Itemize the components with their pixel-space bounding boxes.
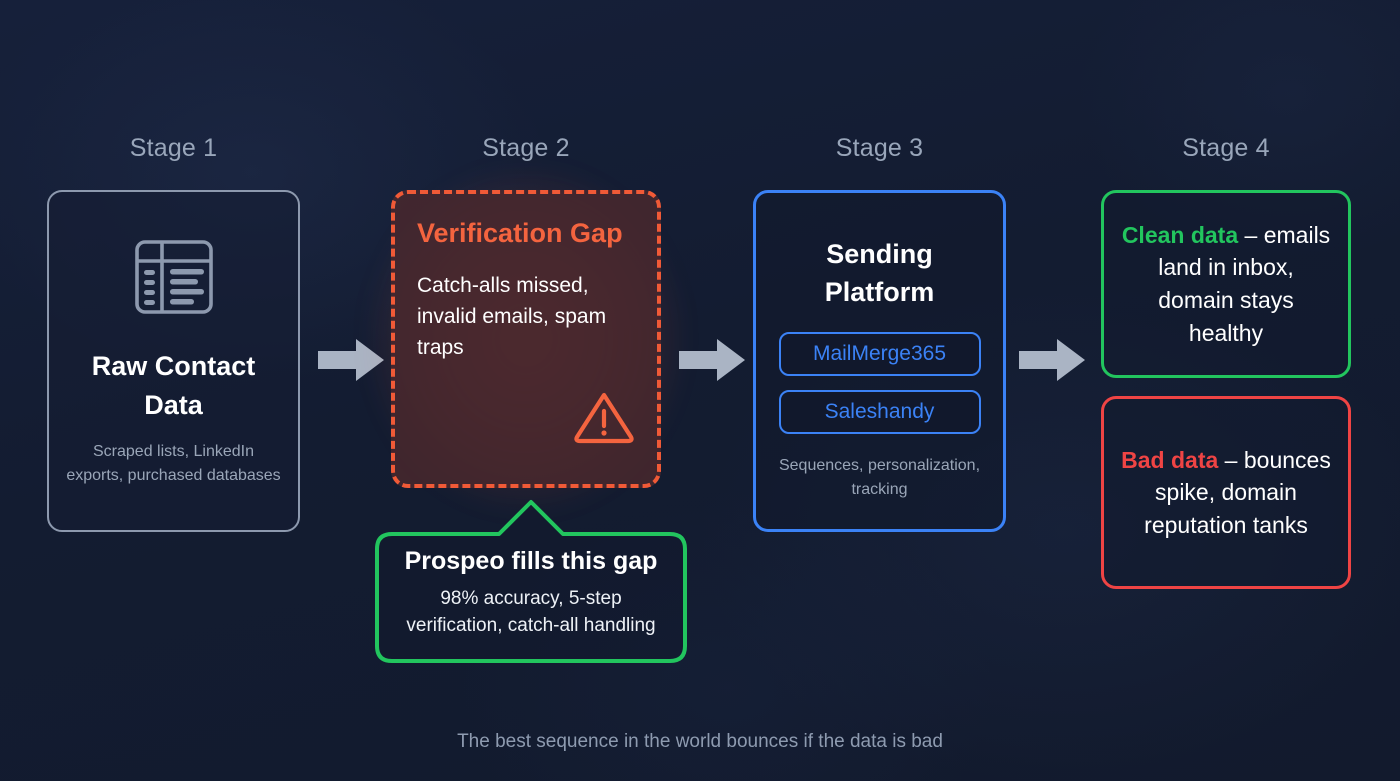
arrow-stage2-to-stage3	[679, 337, 745, 383]
arrow-stage3-to-stage4	[1019, 337, 1085, 383]
tool-pill-saleshandy[interactable]: Saleshandy	[778, 389, 981, 434]
table-spreadsheet-icon	[131, 234, 217, 325]
stage-1-card: Raw Contact Data Scraped lists, LinkedIn…	[47, 190, 300, 532]
stage-3-card: Sending Platform MailMerge365 Saleshandy…	[753, 190, 1006, 532]
outcome-bad-dash: –	[1218, 446, 1244, 473]
stage-2-title: Verification Gap	[417, 218, 623, 248]
stage-2-body: Catch-alls missed, invalid emails, spam …	[417, 273, 607, 359]
outcome-clean-dash: –	[1238, 221, 1264, 248]
stage-2-label: Stage 2	[482, 134, 570, 162]
stage-1-subtitle: Scraped lists, LinkedIn exports, purchas…	[66, 442, 281, 484]
outcome-bad-data-text: Bad data – bounces spike, domain reputat…	[1120, 444, 1332, 542]
tool-pill-mailmerge365[interactable]: MailMerge365	[778, 331, 981, 376]
outcome-clean-data-card: Clean data – emails land in inbox, domai…	[1101, 190, 1351, 378]
callout-subtitle-line1: 98% accuracy, 5-step	[440, 587, 622, 609]
warning-triangle-icon	[573, 389, 635, 450]
outcome-bad-lead: Bad data	[1121, 446, 1219, 473]
stage-1-label: Stage 1	[129, 134, 218, 162]
outcome-clean-lead: Clean data	[1121, 221, 1239, 248]
stage-2-card-wrapper: Verification Gap Catch-alls missed, inva…	[365, 164, 687, 514]
prospeo-callout: Prospeo fills this gap 98% accuracy, 5-s…	[361, 500, 701, 664]
outcome-clean-data-text: Clean data – emails land in inbox, domai…	[1120, 219, 1332, 350]
stage-3-title: Sending Platform	[824, 239, 935, 308]
outcome-bad-rest: bounces spike, domain reputation tanks	[1144, 446, 1331, 538]
callout-title: Prospeo fills this gap	[404, 546, 658, 575]
stage-4-label: Stage 4	[1182, 134, 1270, 162]
stage-1-title: Raw Contact Data	[91, 351, 256, 420]
callout-subtitle-line2: verification, catch-all handling	[406, 614, 656, 636]
stage-2-card: Verification Gap Catch-alls missed, inva…	[391, 190, 661, 488]
outcome-bad-data-card: Bad data – bounces spike, domain reputat…	[1101, 396, 1351, 589]
arrow-stage1-to-stage2	[318, 337, 384, 383]
stage-3-subtitle: Sequences, personalization, tracking	[778, 456, 981, 498]
callout-content: Prospeo fills this gap 98% accuracy, 5-s…	[361, 518, 701, 664]
stage-3-label: Stage 3	[835, 134, 924, 162]
footer-note: The best sequence in the world bounces i…	[457, 731, 943, 752]
outcome-clean-rest: emails land in inbox, domain stays healt…	[1158, 221, 1331, 346]
